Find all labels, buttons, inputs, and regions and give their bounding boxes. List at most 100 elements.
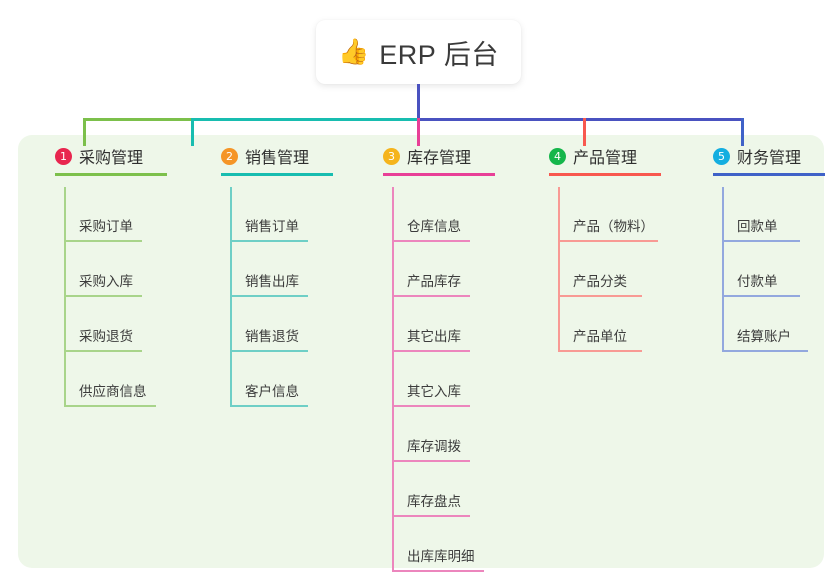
leaf-rule [722,240,800,242]
leaf-item[interactable]: 产品分类 [528,242,688,297]
connector-drop-5 [741,118,744,146]
leaf-item[interactable]: 出库库明细 [362,517,512,572]
branch-title-3: 库存管理 [407,150,472,167]
leaf-rule [64,240,142,242]
leaf-spine-5 [722,187,724,352]
leaf-label: 回款单 [737,219,778,234]
leaf-item[interactable]: 仓库信息 [362,187,512,242]
leaf-spine-3 [392,187,394,572]
thumbs-up-icon: 👍 [338,37,370,66]
branch-header-4[interactable]: 4 产品管理 [528,143,688,176]
connector-bus-teal [191,118,419,121]
branch-header-3[interactable]: 3 库存管理 [362,143,512,176]
leaf-item[interactable]: 销售出库 [200,242,350,297]
root-node-title: ERP 后台 [379,39,499,70]
connector-drop-3 [417,118,420,146]
branch-rule-5 [713,173,825,176]
leaf-list-3: 仓库信息 产品库存 其它出库 其它入库 库存调拨 库存盘点 [362,187,512,572]
leaf-label: 采购入库 [79,274,133,289]
leaf-rule [558,240,658,242]
leaf-item[interactable]: 库存调拨 [362,407,512,462]
leaf-rule [558,350,642,352]
leaf-spine-4 [558,187,560,352]
leaf-item[interactable]: 销售订单 [200,187,350,242]
leaf-item[interactable]: 库存盘点 [362,462,512,517]
leaf-rule [722,350,808,352]
leaf-rule [392,405,470,407]
branch-badge-1: 1 [55,147,72,165]
branch-rule-4 [549,173,661,176]
leaf-item[interactable]: 其它入库 [362,352,512,407]
leaf-label: 采购退货 [79,329,133,344]
leaf-item[interactable]: 客户信息 [200,352,350,407]
branch-badge-5: 5 [713,147,730,165]
branch-header-1[interactable]: 1 采购管理 [34,143,184,176]
connector-bus-green [83,118,193,121]
leaf-rule [230,350,308,352]
branch-title-4: 产品管理 [573,150,638,167]
leaf-item[interactable]: 回款单 [692,187,839,242]
branch-rule-1 [55,173,167,176]
connector-drop-2 [191,118,194,146]
leaf-label: 其它出库 [407,329,461,344]
branch-header-2[interactable]: 2 销售管理 [200,143,350,176]
leaf-list-4: 产品（物料） 产品分类 产品单位 [528,187,688,352]
leaf-rule [230,405,308,407]
leaf-item[interactable]: 采购订单 [34,187,184,242]
root-node-card[interactable]: 👍 ERP 后台 [316,20,521,84]
leaf-label: 出库库明细 [407,549,475,564]
leaf-list-1: 采购订单 采购入库 采购退货 供应商信息 [34,187,184,407]
leaf-list-2: 销售订单 销售出库 销售退货 客户信息 [200,187,350,407]
leaf-rule [392,570,484,572]
leaf-rule [392,240,470,242]
leaf-rule [392,295,470,297]
branch-title-5: 财务管理 [737,150,802,167]
leaf-item[interactable]: 产品库存 [362,242,512,297]
leaf-item[interactable]: 结算账户 [692,297,839,352]
branch-column-4: 4 产品管理 产品（物料） 产品分类 产品单位 [528,143,688,352]
leaf-label: 供应商信息 [79,384,147,399]
leaf-list-5: 回款单 付款单 结算账户 [692,187,839,352]
leaf-label: 库存盘点 [407,494,461,509]
leaf-label: 客户信息 [245,384,299,399]
leaf-item[interactable]: 产品（物料） [528,187,688,242]
connector-bus-purple [417,118,744,121]
leaf-rule [392,350,470,352]
branch-badge-4: 4 [549,147,566,165]
connector-trunk [417,84,420,120]
branch-title-2: 销售管理 [245,150,310,167]
leaf-item[interactable]: 付款单 [692,242,839,297]
leaf-label: 销售订单 [245,219,299,234]
leaf-label: 产品单位 [573,329,627,344]
leaf-label: 销售出库 [245,274,299,289]
leaf-item[interactable]: 销售退货 [200,297,350,352]
leaf-label: 结算账户 [737,329,791,344]
leaf-label: 仓库信息 [407,219,461,234]
leaf-label: 付款单 [737,274,778,289]
branch-column-2: 2 销售管理 销售订单 销售出库 销售退货 客户信息 [200,143,350,407]
leaf-label: 销售退货 [245,329,299,344]
branch-badge-2: 2 [221,147,238,165]
leaf-label: 产品库存 [407,274,461,289]
leaf-spine-2 [230,187,232,407]
leaf-item[interactable]: 采购入库 [34,242,184,297]
branch-badge-3: 3 [383,147,400,165]
leaf-label: 其它入库 [407,384,461,399]
leaf-rule [392,460,470,462]
branch-header-5[interactable]: 5 财务管理 [692,143,839,176]
leaf-item[interactable]: 供应商信息 [34,352,184,407]
branch-column-5: 5 财务管理 回款单 付款单 结算账户 [692,143,839,352]
leaf-rule [64,405,156,407]
leaf-rule [64,295,142,297]
leaf-rule [230,295,308,297]
branch-rule-2 [221,173,333,176]
leaf-item[interactable]: 采购退货 [34,297,184,352]
leaf-rule [722,295,800,297]
connector-drop-4 [583,118,586,146]
leaf-item[interactable]: 其它出库 [362,297,512,352]
leaf-rule [230,240,308,242]
leaf-rule [558,295,642,297]
leaf-item[interactable]: 产品单位 [528,297,688,352]
leaf-rule [64,350,142,352]
